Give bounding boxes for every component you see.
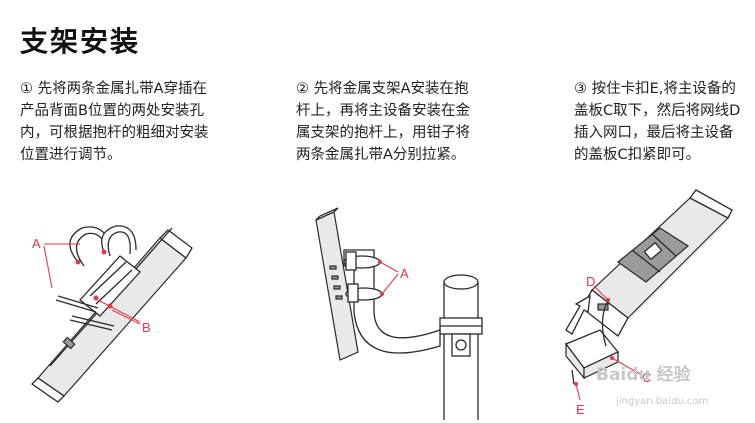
device-top-cap (159, 229, 193, 259)
page-title: 支架安装 (20, 25, 141, 58)
label-d-fig3: D (586, 274, 595, 289)
network-cable-d (601, 299, 609, 347)
figure-3-cable-cover: D C E (564, 189, 733, 417)
watermark-main: Baidu 经验 (596, 364, 691, 385)
figure-2-pole-mounting: A (315, 207, 483, 420)
baidu-jingyan-watermark: Baidu 经验 jingyan.baidu.com (596, 364, 708, 407)
label-b-fig1: B (142, 320, 151, 335)
direction-arrow (565, 294, 591, 335)
bracket-arm (343, 249, 441, 354)
figure-1-device-with-straps: A B (30, 225, 193, 403)
watermark-sub: jingyan.baidu.com (615, 396, 708, 407)
label-c-fig3: C (642, 370, 651, 385)
label-a-fig1: A (32, 236, 41, 251)
device-end-cap (30, 377, 66, 403)
step-1-text: ① 先将两条金属扎带A穿插在产品背面B位置的两处安装孔内，可根据抱杆的粗细对安装… (20, 81, 209, 163)
device-body (37, 237, 187, 397)
label-e-fig3: E (576, 402, 585, 417)
step-3-text: ③ 按住卡扣E,将主设备的盖板C取下，然后将网线D插入网口，最后将主设备的盖板C… (574, 81, 741, 163)
pole (443, 282, 479, 420)
step-2-text: ② 先将金属支架A安装在抱杆上，再将主设备安装在金属支架的抱杆上，用钳子将两条金… (296, 81, 470, 163)
label-a-fig2: A (400, 266, 409, 281)
